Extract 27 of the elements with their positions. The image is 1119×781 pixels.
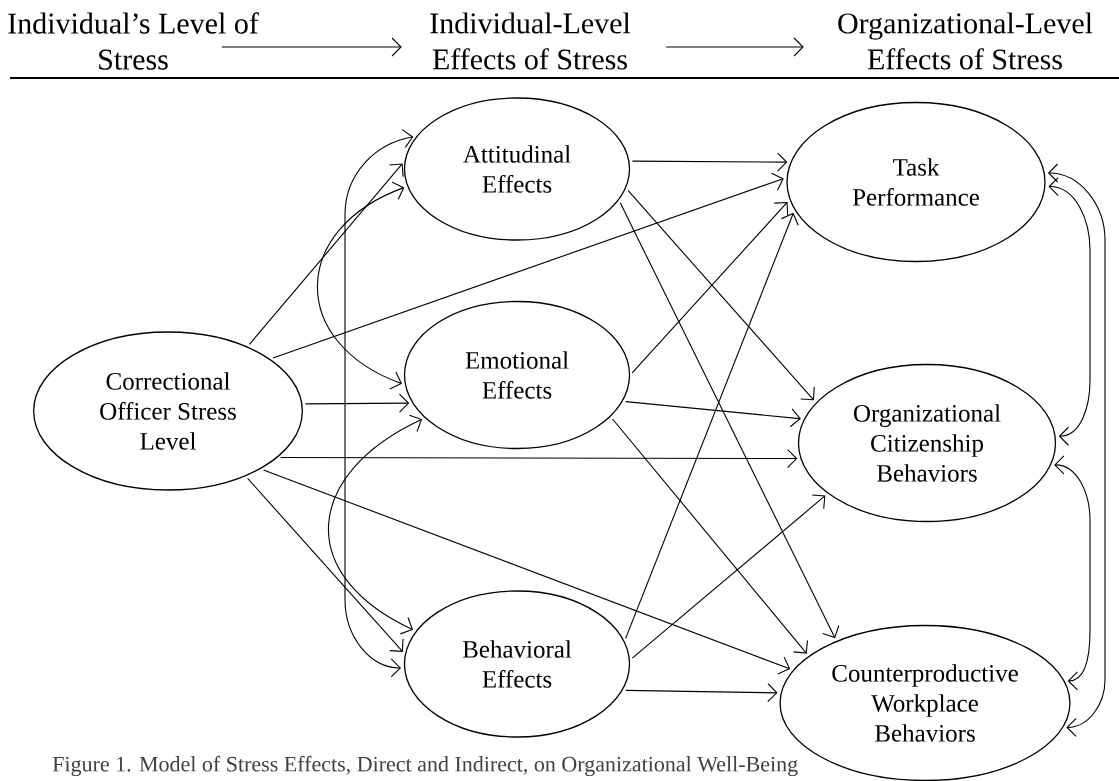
arrow xyxy=(611,418,808,654)
figure-caption: Figure 1. Model of Stress Effects, Direct and Indirect, on Organizational Well-Being xyxy=(52,755,798,777)
arrow xyxy=(1054,455,1091,691)
arrow xyxy=(1048,176,1091,446)
column-heading: Individual-Level Effects of Stress xyxy=(430,12,631,70)
arrow xyxy=(344,129,414,678)
arrow xyxy=(625,212,799,639)
arrow xyxy=(631,202,789,374)
arrow xyxy=(625,683,778,703)
arrow xyxy=(625,401,801,428)
arrow xyxy=(304,393,410,413)
arrow xyxy=(665,37,804,57)
arrow xyxy=(280,448,798,469)
arrow xyxy=(627,189,815,401)
column-heading: Organizational-Level Effects of Stress xyxy=(838,12,1093,70)
arrow xyxy=(272,172,784,359)
column-heading: Individual’s Level of Stress xyxy=(8,12,259,70)
arrow xyxy=(316,181,405,390)
arrow xyxy=(248,163,404,345)
arrow xyxy=(247,477,404,652)
arrow xyxy=(619,202,840,639)
arrow xyxy=(631,494,826,659)
arrow xyxy=(1047,163,1106,737)
arrow xyxy=(221,37,402,57)
arrow xyxy=(328,414,423,635)
arrow xyxy=(262,469,791,675)
arrow xyxy=(631,152,788,172)
